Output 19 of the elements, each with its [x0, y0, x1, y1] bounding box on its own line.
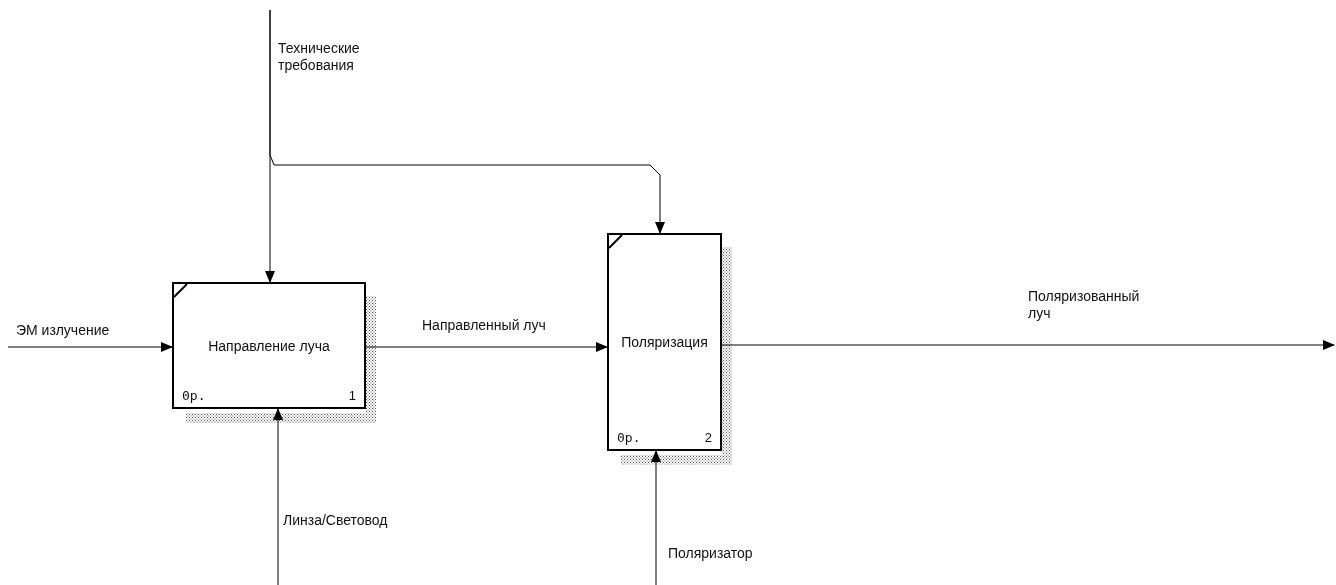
- arrow: [269, 9, 665, 234]
- edge-label: ЭМ излучение: [16, 322, 110, 339]
- arrow: [7, 342, 173, 352]
- activity-number: 1: [348, 388, 356, 403]
- arrow: [721, 340, 1335, 350]
- activity-number: 2: [704, 430, 712, 445]
- activity-name: Поляризация: [620, 334, 709, 350]
- edge-label: Направленный луч: [422, 317, 546, 334]
- activity-box: [607, 233, 722, 451]
- edge-label: Поляризатор: [668, 545, 753, 562]
- activity-cost: 0р.: [617, 430, 641, 445]
- arrow: [651, 450, 661, 585]
- activity-box: [172, 282, 366, 409]
- activity-cost: 0р.: [182, 388, 206, 403]
- edge-label: Поляризованный луч: [1028, 288, 1138, 322]
- arrow: [365, 342, 608, 352]
- edge-label: Линза/Световод: [283, 512, 388, 529]
- activity-name: Направление луча: [207, 337, 331, 354]
- arrow: [273, 408, 283, 585]
